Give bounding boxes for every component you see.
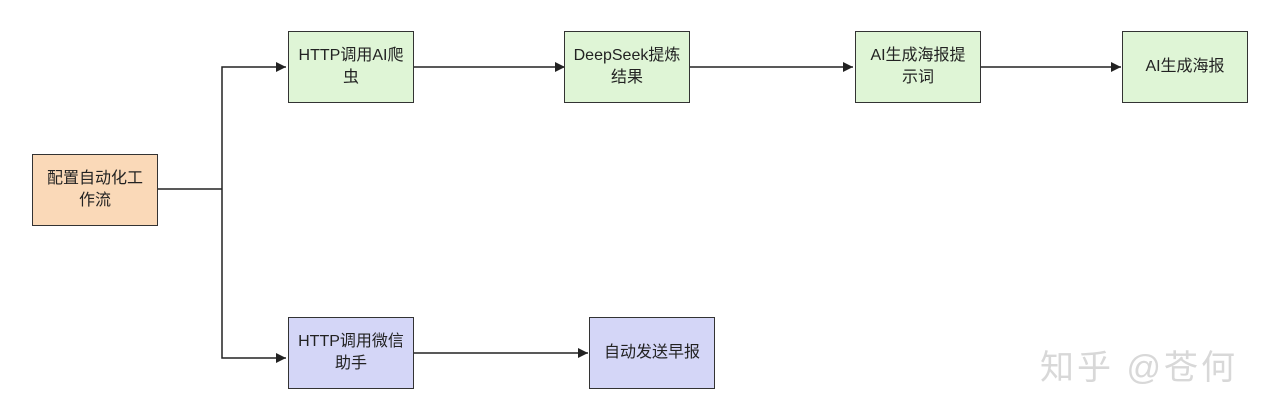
node-ai-poster-prompt[interactable]: AI生成海报提示词: [855, 31, 981, 103]
node-label: HTTP调用微信助手: [298, 333, 404, 372]
node-label: AI生成海报: [1145, 58, 1225, 75]
node-label: 自动发送早报: [603, 344, 700, 361]
edge-config-to-http-ai: [221, 62, 286, 189]
node-auto-send-report[interactable]: 自动发送早报: [589, 317, 715, 389]
node-deepseek-refine[interactable]: DeepSeek提炼结果: [564, 31, 690, 103]
node-http-wechat-assistant[interactable]: HTTP调用微信助手: [288, 317, 414, 389]
node-label: HTTP调用AI爬虫: [298, 47, 404, 86]
node-config-workflow[interactable]: 配置自动化工作流: [32, 154, 158, 226]
node-ai-poster[interactable]: AI生成海报: [1122, 31, 1248, 103]
node-label: 配置自动化工作流: [46, 170, 143, 209]
node-label: DeepSeek提炼结果: [573, 47, 681, 86]
edge-config-to-http-wechat: [221, 189, 286, 363]
watermark: 知乎 @苍何: [1040, 349, 1238, 387]
node-label: AI生成海报提示词: [870, 47, 966, 86]
node-http-ai-crawler[interactable]: HTTP调用AI爬虫: [288, 31, 414, 103]
